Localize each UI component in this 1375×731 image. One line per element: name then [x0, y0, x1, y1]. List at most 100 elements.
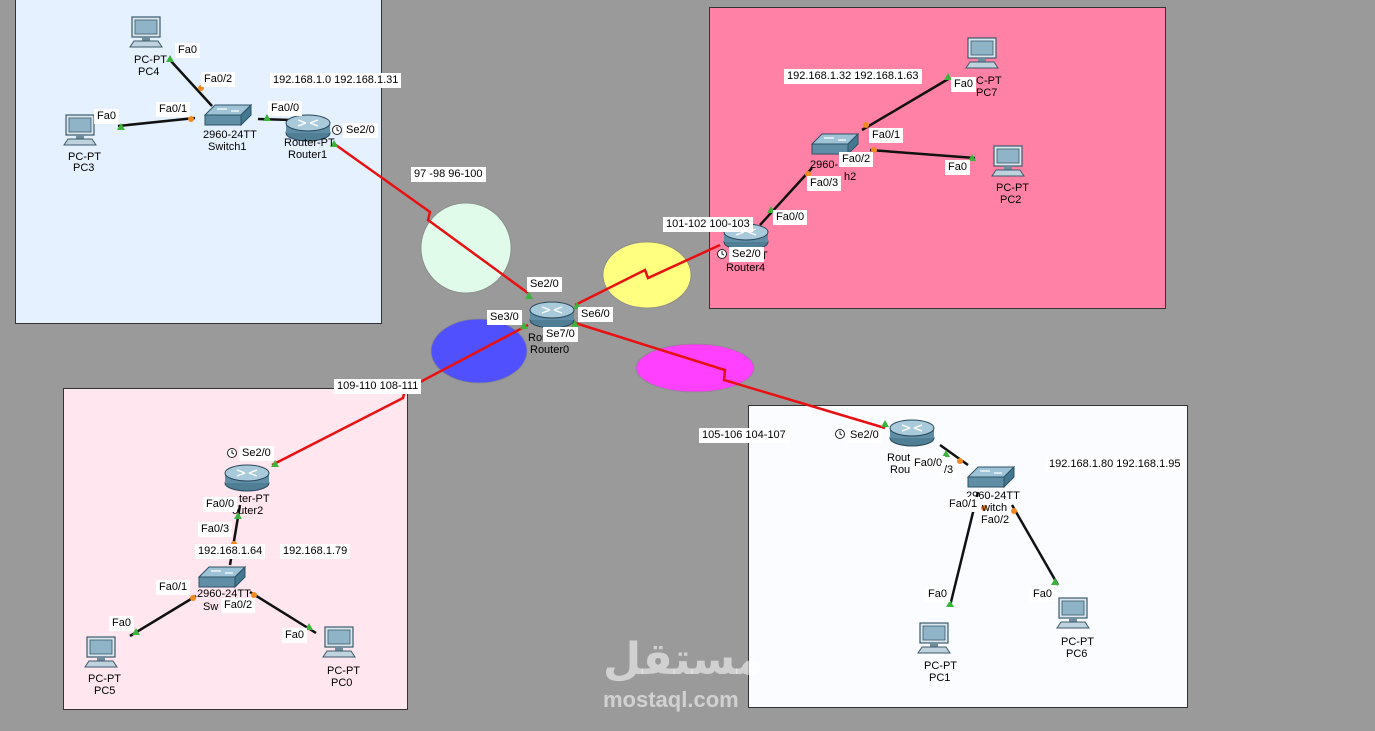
- router2-name: outer2: [232, 505, 264, 517]
- link-pc7-switch2: [861, 76, 951, 132]
- clock-icon-router1: [332, 125, 342, 135]
- port-label: Fa0/2: [839, 152, 874, 167]
- area-top-right: [709, 7, 1166, 309]
- link-switch2-pc2: [869, 148, 976, 160]
- port-label: Fa0/2: [201, 72, 236, 87]
- pc7-icon[interactable]: [965, 37, 999, 69]
- port-label: Fa0: [175, 43, 200, 58]
- port-label: Fa0/0: [773, 210, 808, 225]
- pc1-name: PC1: [929, 672, 951, 684]
- wan-note-3: 109-110 108-111: [334, 379, 422, 394]
- pc7-name: PC7: [976, 87, 998, 99]
- pc1-type: PC-PT: [924, 660, 957, 672]
- port-label: Se2/0: [527, 277, 562, 292]
- port-label: Fa0: [282, 628, 307, 643]
- clock-icon-router3: [835, 429, 845, 439]
- router0-icon[interactable]: [529, 301, 575, 329]
- port-label: Fa0/0: [911, 456, 946, 471]
- port-label: Se6/0: [578, 307, 613, 322]
- port-label: Se7/0: [543, 327, 578, 342]
- clock-icon-router4: [717, 249, 727, 259]
- port-label: Fa0/1: [869, 128, 904, 143]
- switch1-name: Switch1: [208, 141, 247, 153]
- pc3-icon[interactable]: [63, 114, 97, 146]
- pc5-icon[interactable]: [84, 636, 118, 668]
- network-note-lan3: 192.168.1.64: [195, 544, 266, 559]
- router1-type: Router-PT: [284, 137, 335, 149]
- port-label: Fa0: [945, 160, 970, 175]
- pc2-icon[interactable]: [991, 145, 1025, 177]
- link-switch1-router1: [257, 117, 293, 122]
- pc5-type: PC-PT: [88, 673, 121, 685]
- switch3-name: witch: [982, 502, 1008, 514]
- port-label: Fa0/3: [198, 522, 233, 537]
- serial-router1-router0: [332, 141, 529, 295]
- link-switch0-pc5: [129, 594, 197, 638]
- switch0-name: Sw: [203, 601, 219, 613]
- pc0-type: PC-PT: [327, 665, 360, 677]
- port-label: Fa0/2: [221, 598, 256, 613]
- link-switch2-router4: [759, 167, 813, 226]
- pc3-type: PC-PT: [68, 151, 101, 163]
- link-pc4-switch1: [169, 59, 213, 107]
- switch1-type: 2960-24TT: [203, 129, 257, 141]
- link-router3-switch3: [939, 443, 969, 467]
- network-note-lan4: 192.168.1.80 192.168.1.95: [1046, 457, 1184, 472]
- pc5-name: PC5: [94, 685, 116, 697]
- router2-type: ter-PT: [239, 493, 270, 505]
- watermark-latin: mostaql.com: [603, 687, 739, 712]
- switch3-icon[interactable]: [967, 466, 1015, 488]
- pc4-name: PC4: [138, 66, 160, 78]
- port-label: Fa0/1: [156, 102, 191, 117]
- port-label: Se2/0: [729, 247, 764, 262]
- pc4-type: PC-PT: [134, 54, 167, 66]
- watermark-arabic: مستقل: [603, 635, 764, 684]
- router4-name: Router4: [726, 262, 766, 274]
- link-pc3-switch1: [117, 116, 196, 128]
- serial-router0-router4: [574, 243, 721, 307]
- switch1-icon[interactable]: [204, 104, 252, 126]
- port-label: Fa0/1: [946, 497, 981, 512]
- pc3-name: PC3: [73, 162, 95, 174]
- link-switch0-pc0: [249, 590, 317, 635]
- port-label: Fa0/2: [978, 513, 1013, 528]
- pc6-icon[interactable]: [1056, 597, 1090, 629]
- router1-name: Router1: [288, 149, 328, 161]
- port-label: Se2/0: [239, 446, 274, 461]
- router0-name: Router0: [530, 344, 570, 356]
- clock-icon-router2: [227, 448, 237, 458]
- network-note-lan1: 192.168.1.0 192.168.1.31: [270, 73, 402, 88]
- wan-note-1: 97 -98 96-100: [411, 167, 486, 182]
- port-label: Fa0: [109, 616, 134, 631]
- switch2-icon[interactable]: [811, 133, 859, 155]
- pc0-icon[interactable]: [322, 626, 356, 658]
- port-label: Fa0/0: [203, 497, 238, 512]
- pc7-type: C-PT: [976, 75, 1002, 87]
- pc1-icon[interactable]: [917, 622, 951, 654]
- router4-type: T: [761, 250, 768, 262]
- link-switch3-pc6: [1010, 504, 1060, 586]
- pc2-type: PC-PT: [996, 182, 1029, 194]
- wan-note-4: 105-106 104-107: [699, 428, 789, 443]
- switch2-name: h2: [844, 171, 857, 183]
- port-label: Fa0: [1030, 587, 1055, 602]
- port-label: Se2/0: [847, 428, 882, 443]
- router3-type: Rout: [887, 452, 911, 464]
- switch0-type: 2960-24TT: [197, 588, 251, 600]
- switch2-type: 2960-: [810, 159, 839, 171]
- port-label: /3: [941, 463, 957, 478]
- port-label: Fa0/1: [156, 580, 191, 595]
- pc6-name: PC6: [1066, 648, 1088, 660]
- switch0-icon[interactable]: [198, 566, 246, 588]
- port-label: Se3/0: [487, 310, 522, 325]
- port-label: Fa0: [925, 587, 950, 602]
- pc4-icon[interactable]: [129, 16, 163, 48]
- router3-icon[interactable]: [889, 419, 935, 447]
- port-label: Fa0: [951, 77, 976, 92]
- pc2-name: PC2: [1000, 194, 1022, 206]
- port-label: Se2/0: [343, 123, 378, 138]
- network-note-lan3b: 192.168.1.79: [280, 544, 351, 559]
- network-note-lan2: 192.168.1.32 192.168.1.63: [784, 69, 922, 84]
- router2-icon[interactable]: [224, 464, 270, 492]
